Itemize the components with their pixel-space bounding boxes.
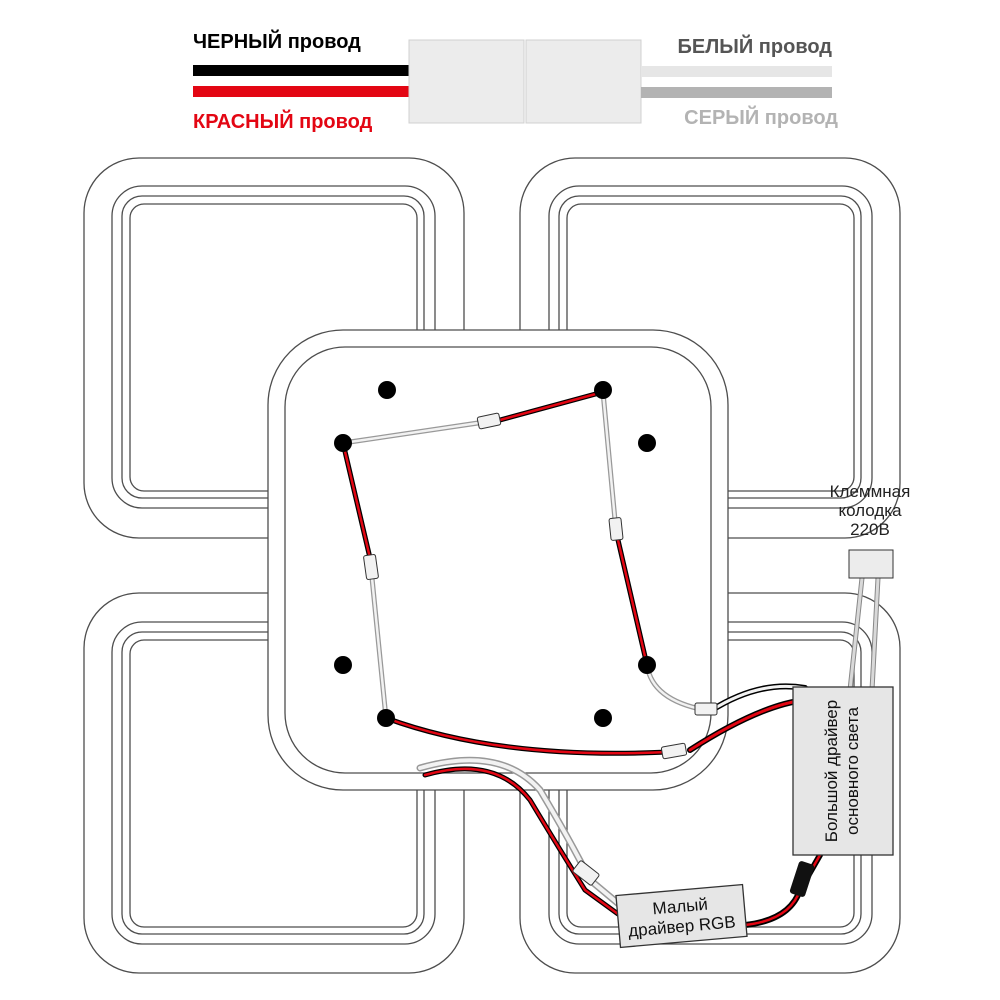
hole	[377, 709, 395, 727]
big-driver-body	[792, 686, 894, 856]
hole	[638, 656, 656, 674]
connector-top	[476, 412, 502, 430]
terminal-block-label-1: Клеммная	[830, 482, 911, 501]
terminal-block: Клеммная колодка 220В	[830, 482, 911, 579]
big-driver-label-1: Большой драйвер	[822, 700, 841, 842]
connector-right-half	[525, 39, 642, 124]
hole	[594, 381, 612, 399]
hole	[334, 434, 352, 452]
terminal-block-body	[848, 549, 894, 579]
legend-gray-label: СЕРЫЙ провод	[684, 105, 838, 129]
hole	[334, 656, 352, 674]
hole	[378, 381, 396, 399]
legend-white-label: БЕЛЫЙ провод	[678, 34, 833, 58]
connector-bottom	[660, 742, 688, 760]
small-driver-body	[615, 883, 748, 949]
inline-connectors	[363, 412, 718, 886]
connector-bottom-right	[694, 702, 718, 716]
legend: ЧЕРНЫЙ провод КРАСНЫЙ провод БЕЛЫЙ прово…	[193, 29, 838, 133]
legend-black-label: ЧЕРНЫЙ провод	[193, 29, 361, 53]
hole	[638, 434, 656, 452]
panel-center	[267, 329, 729, 791]
legend-white-wire	[641, 66, 832, 77]
connector-left-half	[408, 39, 525, 124]
legend-red-label: КРАСНЫЙ провод	[193, 109, 373, 133]
terminal-block-label-3: 220В	[850, 520, 890, 539]
connector-black-plug	[789, 861, 815, 897]
rgb-wiring	[416, 756, 823, 928]
hole	[594, 709, 612, 727]
legend-black-wire	[193, 65, 409, 76]
small-driver-label-1: Малый	[652, 895, 709, 919]
connector-right	[608, 517, 624, 541]
small-driver: Малый драйвер RGB	[615, 883, 748, 949]
center-ring-wiring	[340, 389, 708, 756]
big-driver: Большой драйвер основного света	[792, 686, 894, 856]
legend-gray-wire	[641, 87, 832, 98]
connector-left	[363, 554, 379, 580]
mounting-holes	[334, 381, 656, 727]
terminal-block-label-2: колодка	[838, 501, 902, 520]
big-driver-label-2: основного света	[843, 706, 862, 835]
connector-rgb	[572, 860, 600, 886]
legend-red-wire	[193, 86, 409, 97]
